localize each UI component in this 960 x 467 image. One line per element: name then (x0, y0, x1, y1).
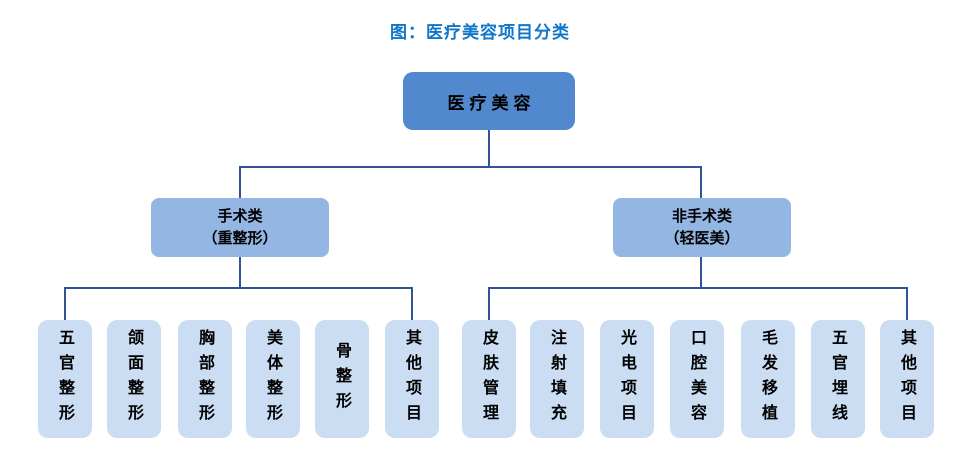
leaf-label: 骨整形 (333, 341, 352, 417)
connector-branch-right-drop (700, 166, 702, 198)
connector-right-sub-horizontal (488, 287, 908, 289)
leaf-node-breast-plastic: 胸部整形 (178, 320, 232, 438)
leaf-label: 五官整形 (56, 329, 75, 429)
branch-non-surgical-label-line1: 非手术类 (671, 206, 732, 225)
leaf-label: 美体整形 (264, 329, 283, 429)
branch-node-non-surgical: 非手术类 （轻医美） (613, 198, 791, 257)
leaf-label: 其他项目 (898, 329, 917, 429)
connector-left-sub-horizontal (64, 287, 413, 289)
leaf-node-thread-embedding: 五官埋线 (811, 320, 865, 438)
leaf-node-other-surgical: 其他项目 (385, 320, 439, 438)
leaf-node-other-non-surgical: 其他项目 (880, 320, 934, 438)
connector-top-horizontal (239, 166, 702, 168)
connector-right-first-leaf-drop (488, 287, 490, 320)
branch-surgical-label-line2: （重整形） (202, 228, 278, 247)
leaf-node-skin-management: 皮肤管理 (462, 320, 516, 438)
leaf-node-facial-features-plastic: 五官整形 (38, 320, 92, 438)
branch-surgical-label-line1: 手术类 (217, 206, 263, 225)
leaf-label: 口腔美容 (688, 329, 707, 429)
leaf-label: 其他项目 (403, 329, 422, 429)
connector-left-sub-vertical (239, 257, 241, 288)
leaf-node-oral-beauty: 口腔美容 (670, 320, 724, 438)
root-node-medical-beauty: 医疗美容 (403, 72, 575, 130)
leaf-node-bone-plastic: 骨整形 (315, 320, 369, 438)
leaf-label: 皮肤管理 (480, 329, 499, 429)
connector-left-last-leaf-drop (411, 287, 413, 320)
leaf-label: 五官埋线 (829, 329, 848, 429)
connector-root-vertical (488, 130, 490, 167)
leaf-node-injection-filling: 注射填充 (530, 320, 584, 438)
leaf-node-body-contouring: 美体整形 (246, 320, 300, 438)
leaf-label: 胸部整形 (196, 329, 215, 429)
connector-left-first-leaf-drop (64, 287, 66, 320)
connector-branch-left-drop (239, 166, 241, 198)
branch-non-surgical-label-line2: （轻医美） (664, 228, 740, 247)
leaf-label: 颌面整形 (125, 329, 144, 429)
branch-node-surgical: 手术类 （重整形） (151, 198, 329, 257)
leaf-label: 光电项目 (618, 329, 637, 429)
leaf-node-maxillofacial-plastic: 颌面整形 (107, 320, 161, 438)
leaf-label: 注射填充 (548, 329, 567, 429)
leaf-node-hair-transplant: 毛发移植 (741, 320, 795, 438)
connector-right-last-leaf-drop (906, 287, 908, 320)
figure-title: 图：医疗美容项目分类 (390, 23, 570, 43)
root-node-label: 医疗美容 (447, 93, 536, 114)
leaf-label: 毛发移植 (759, 329, 778, 429)
leaf-node-photoelectric: 光电项目 (600, 320, 654, 438)
connector-right-sub-vertical (700, 257, 702, 288)
